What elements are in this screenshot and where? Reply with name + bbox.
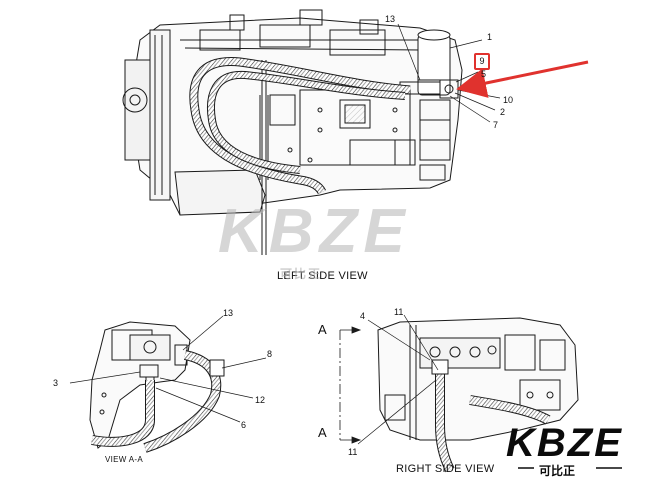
corner-watermark-chinese: 可比正 [539, 464, 576, 478]
center-watermark-chinese: 可比正 [280, 267, 323, 281]
callout-11-top: 11 [394, 307, 404, 317]
right-view-leaders [357, 314, 439, 445]
callout-9-highlighted: 9 [474, 53, 490, 70]
corner-watermark-brand: KBZE [506, 421, 623, 465]
highlight-arrow [456, 60, 589, 98]
callout-12: 12 [255, 395, 266, 405]
callout-3: 3 [53, 378, 59, 388]
callout-4: 4 [360, 311, 366, 321]
view-aa-title: VIEW A-A [105, 455, 143, 464]
callout-1: 1 [487, 32, 493, 42]
center-watermark-brand: KBZE [218, 197, 411, 266]
view-aa-leaders [69, 315, 267, 423]
callout-11-bottom: 11 [348, 447, 358, 457]
section-mark-a-top: A [318, 322, 327, 337]
left-view-hoses [189, 57, 411, 195]
callout-8: 8 [267, 349, 273, 359]
callout-13-aa: 13 [223, 308, 234, 318]
left-side-view-title: LEFT SIDE VIEW [277, 270, 368, 282]
callout-2: 2 [500, 107, 506, 117]
right-side-view-title: RIGHT SIDE VIEW [396, 463, 495, 475]
callout-7: 7 [493, 120, 499, 130]
right-view-hoses [431, 359, 551, 473]
callout-10: 10 [503, 95, 514, 105]
callout-5: 5 [481, 69, 487, 79]
view-aa-engine [89, 321, 191, 449]
callout-13-left: 13 [385, 14, 396, 24]
section-line-aa [339, 326, 362, 444]
callout-6: 6 [241, 420, 247, 430]
section-mark-a-bottom: A [318, 425, 327, 440]
view-aa-hoses [91, 350, 225, 453]
